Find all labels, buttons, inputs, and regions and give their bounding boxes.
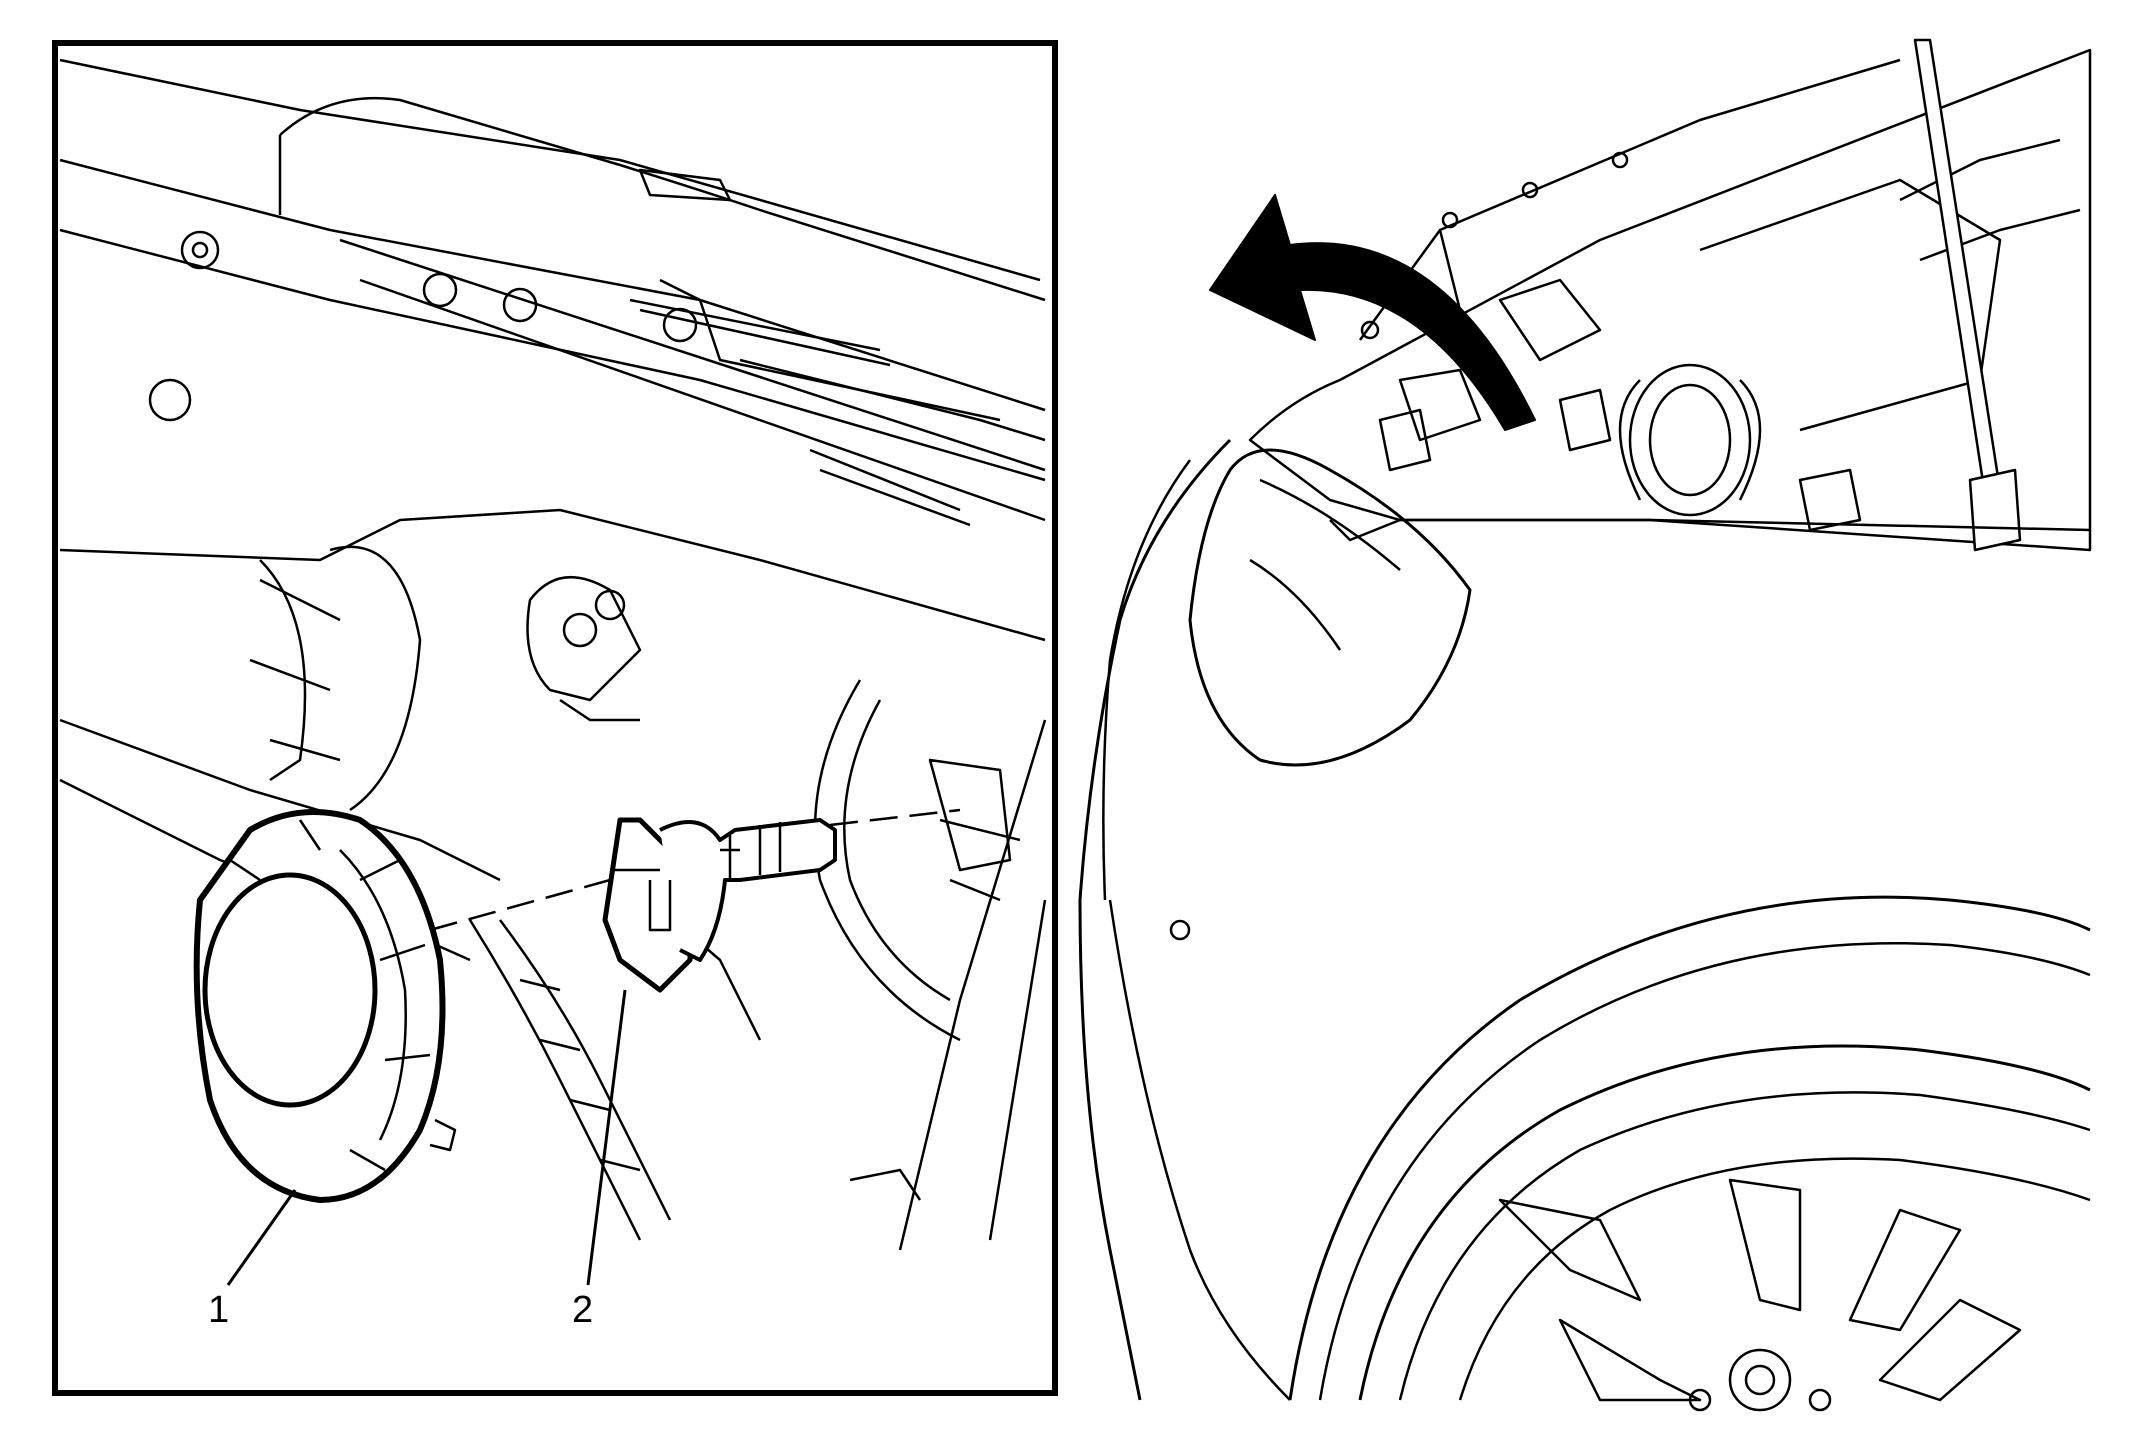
detail-panel: 1 2 [52, 40, 1058, 1396]
headlamp-lens [1188, 448, 1472, 767]
wheel-arch [1288, 895, 2091, 1401]
detail-panel-frame [52, 40, 1058, 1396]
front-fascia [1078, 438, 1232, 1401]
leader-line-1 [226, 1189, 297, 1286]
callout-label-1: 1 [208, 1289, 229, 1331]
vehicle-overview [1078, 38, 2092, 1412]
side-marker [1169, 919, 1191, 941]
callout-label-2: 2 [572, 1289, 593, 1331]
front-wheel [1358, 1044, 2091, 1412]
engine-bay [1248, 48, 2092, 552]
hood-raise-arrow [1209, 194, 1536, 431]
headlamp-access-cover [193, 809, 457, 1203]
headlamp-bulb [602, 817, 837, 993]
engine-components [1358, 58, 2081, 532]
leader-line-2 [586, 989, 627, 1286]
hood-prop-rod [1913, 38, 2002, 497]
callout-leaders [226, 989, 627, 1286]
